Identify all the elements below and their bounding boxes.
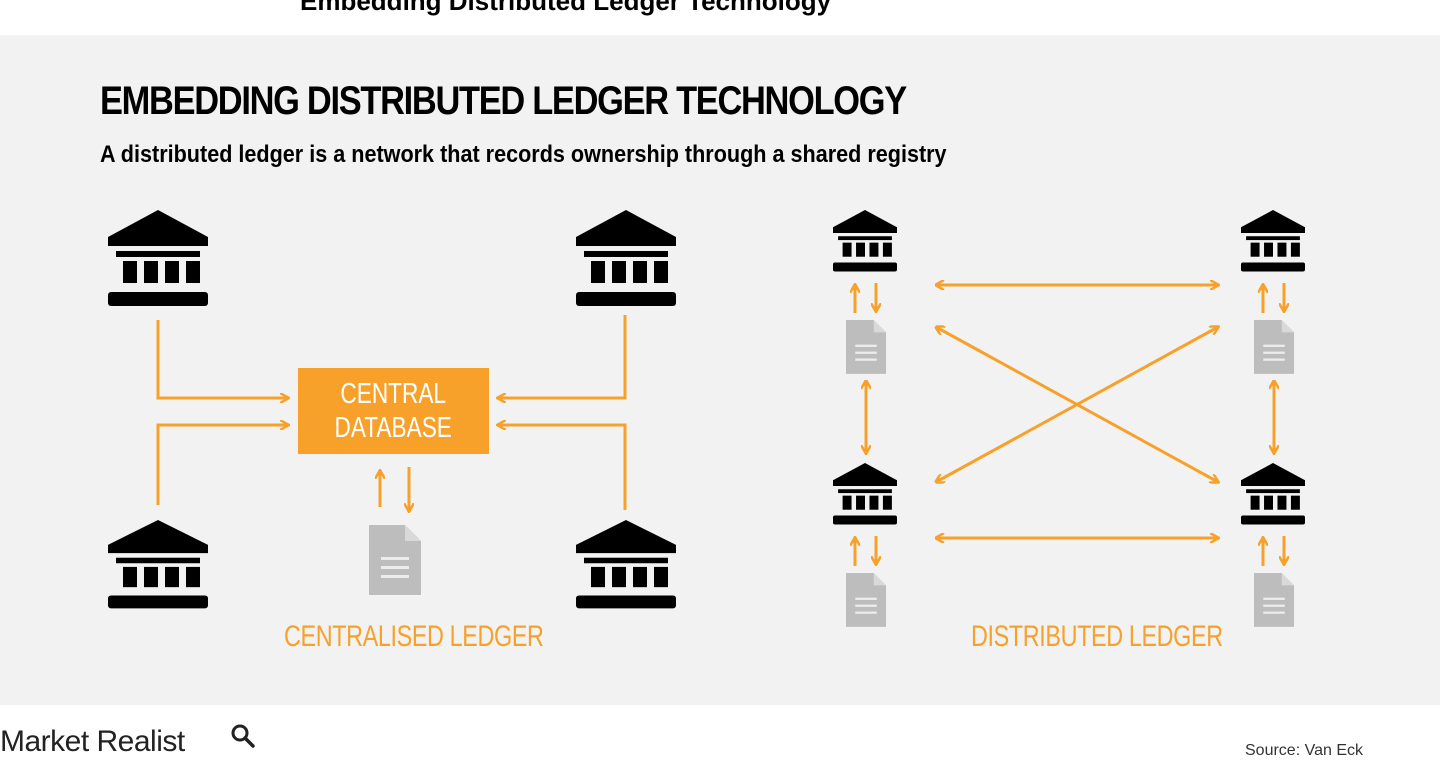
connector-arrow: [156, 425, 288, 505]
page-heading: Embedding Distributed Ledger Technology: [300, 0, 832, 16]
infographic-subtitle: A distributed ledger is a network that r…: [100, 141, 947, 168]
distributed-ledger-diagram: [833, 210, 1305, 627]
central-database-label: CENTRAL DATABASE: [334, 378, 453, 444]
brand-logo-text: Market Realist: [0, 725, 185, 758]
connector-arrow: [156, 320, 288, 398]
infographic-title: EMBEDDING DISTRIBUTED LEDGER TECHNOLOGY: [100, 79, 907, 123]
document-icon-node-3: [846, 573, 887, 627]
connector-arrow: [936, 327, 1218, 482]
bank-icon-top-left: [108, 210, 208, 306]
document-icon-node-1: [846, 320, 887, 374]
centralised-ledger-label: CENTRALISED LEDGER: [284, 620, 544, 653]
document-icon-central: [369, 525, 421, 595]
bank-icon-node-2: [1241, 210, 1305, 272]
document-icon-node-2: [1254, 320, 1295, 374]
bank-icon-node-3: [833, 463, 897, 525]
bank-icon-node-4: [1241, 463, 1305, 525]
bank-icon-node-1: [833, 210, 897, 272]
central-database-box: CENTRAL DATABASE: [298, 368, 489, 454]
source-citation: Source: Van Eck: [1245, 742, 1363, 759]
distributed-ledger-label: DISTRIBUTED LEDGER: [971, 620, 1223, 653]
centralised-ledger-diagram: [108, 210, 676, 609]
bank-icon-bottom-right: [576, 520, 676, 609]
ledger-diagram: [108, 210, 1305, 627]
magnifier-icon: [231, 724, 255, 748]
connector-arrow: [498, 315, 627, 398]
infographic-panel: EMBEDDING DISTRIBUTED LEDGER TECHNOLOGY …: [0, 35, 1440, 705]
bank-icon-top-right: [576, 210, 676, 306]
document-icon-node-4: [1254, 573, 1295, 627]
connector-arrow: [498, 425, 627, 510]
bank-icon-bottom-left: [108, 520, 208, 609]
